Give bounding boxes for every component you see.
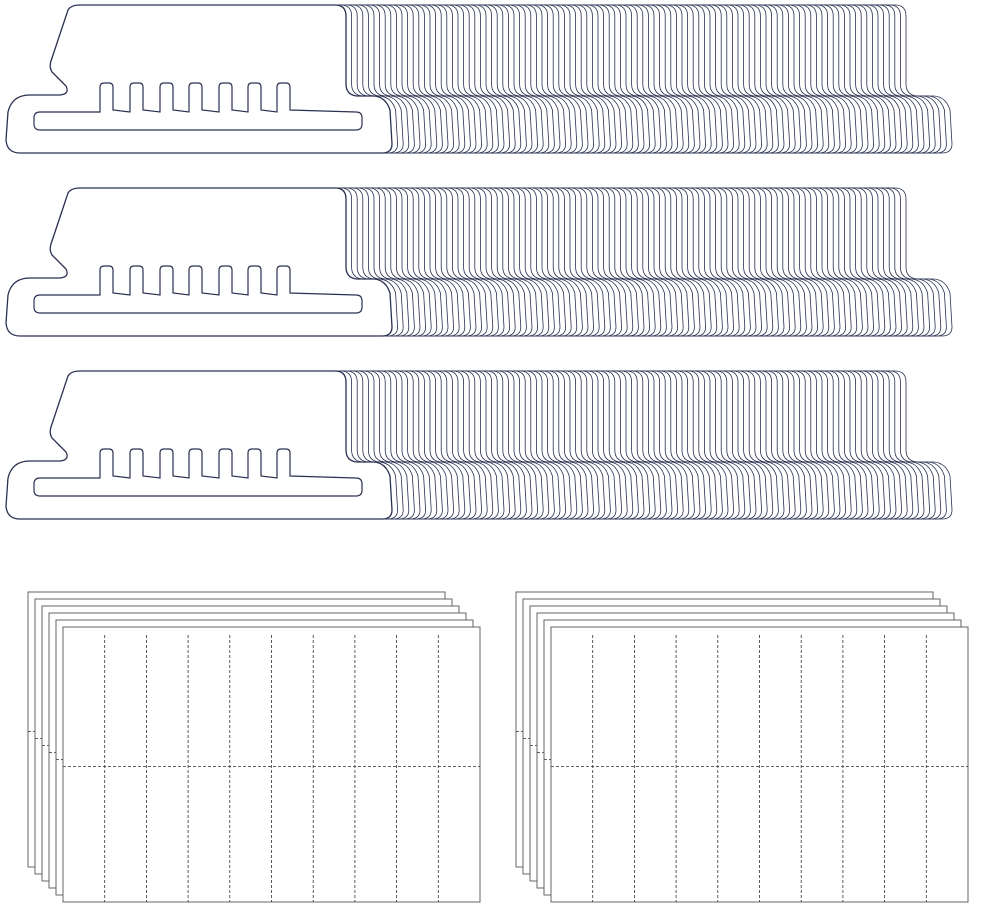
tab-slot: [33, 82, 363, 131]
tab-slot: [33, 265, 363, 314]
hanging-tab-stack: [5, 187, 953, 337]
hanging-tab-stack: [5, 4, 953, 154]
hanging-tab: [5, 187, 393, 337]
insert-sheet: [62, 626, 481, 903]
hanging-tab-stack: [5, 370, 953, 520]
insert-sheet-stack: [27, 591, 481, 903]
insert-sheet: [550, 626, 969, 903]
tab-slot: [33, 448, 363, 497]
hanging-tab: [5, 4, 393, 154]
hanging-tab: [5, 370, 393, 520]
insert-sheet-stack: [515, 591, 969, 903]
